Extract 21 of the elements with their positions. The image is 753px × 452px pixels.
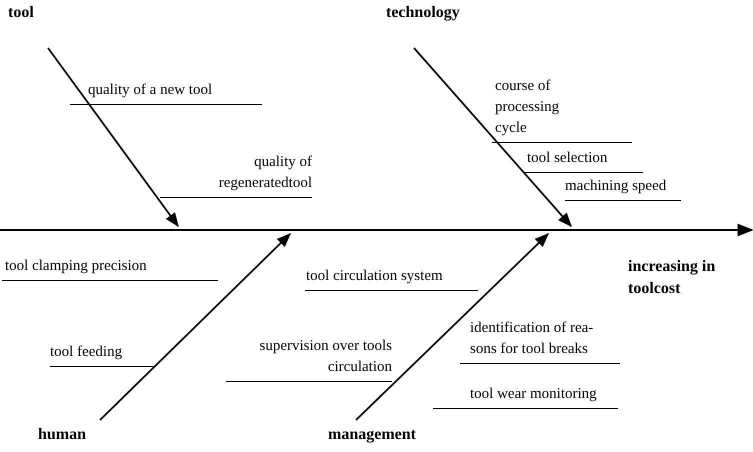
cause-label: quality of regeneratedtool (160, 152, 312, 198)
cause-label: supervision over tools circulation (226, 336, 392, 382)
arrow (99, 233, 292, 421)
cause-label: tool circulation system (305, 266, 478, 291)
cause-label: machining speed (565, 176, 681, 201)
cause-label: quality of a new tool (70, 80, 262, 105)
cause-label: tool selection (523, 148, 643, 173)
effect-label: increasing in toolcost (628, 257, 716, 299)
category-label: tool (8, 4, 50, 24)
cause-label: tool clamping precision (2, 256, 218, 281)
arrow (355, 233, 550, 421)
cause-label: tool wear monitoring (433, 384, 618, 409)
category-label: technology (386, 4, 486, 24)
cause-label: course of processing cycle (492, 76, 632, 143)
category-label: human (38, 426, 102, 446)
spine-arrow (0, 226, 753, 234)
cause-label: tool feeding (50, 342, 153, 367)
category-label: management (328, 426, 442, 446)
arrow (47, 47, 179, 228)
cause-label: identification of rea- sons for tool breaks (460, 318, 620, 364)
arrow (413, 47, 572, 228)
